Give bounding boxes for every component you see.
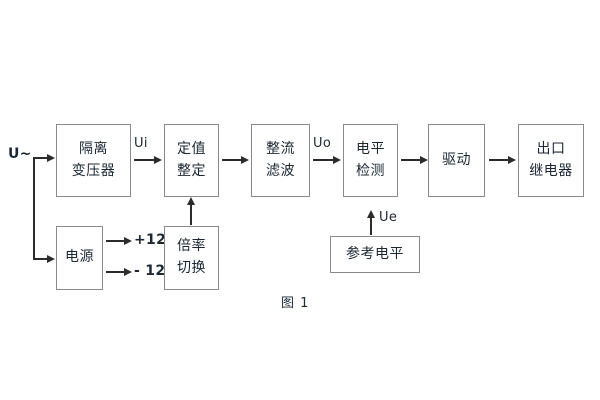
- block-line-1: 定值: [177, 140, 206, 157]
- block-reference-level[interactable]: 参考电平: [330, 236, 420, 273]
- block-line-1: 出口: [536, 140, 566, 157]
- block-line-1: 驱动: [442, 151, 471, 168]
- arrow-up-icon-ue: [366, 210, 375, 218]
- drive-to-relay-line: [489, 159, 511, 161]
- block-output-relay[interactable]: 出口 继电器: [518, 124, 584, 197]
- block-line-1: 电源: [65, 249, 94, 266]
- reference-to-level-line: [370, 216, 372, 235]
- arrow-up-icon-multiplier-setting: [186, 197, 195, 205]
- arrow-right-icon-rail-positive: [124, 236, 132, 245]
- source-to-power-line: [33, 258, 49, 260]
- rectify-to-level-line: [313, 159, 335, 161]
- setting-to-rectify-line: [222, 159, 244, 161]
- arrow-right-icon-source-power: [47, 254, 55, 263]
- block-line-2: 继电器: [529, 162, 573, 179]
- block-drive[interactable]: 驱动: [428, 124, 485, 197]
- arrow-right-icon-drive-relay: [508, 155, 516, 164]
- signal-label-ui: Ui: [134, 136, 148, 151]
- arrow-right-icon-setting-rectify: [241, 155, 249, 164]
- rail-positive-line: [106, 240, 126, 242]
- block-setting-value[interactable]: 定值 整定: [164, 124, 219, 197]
- transformer-to-setting-line: [134, 159, 156, 161]
- arrow-right-icon-rail-negative: [124, 267, 132, 276]
- block-power-supply[interactable]: 电源: [56, 226, 103, 290]
- block-line-2: 整定: [177, 162, 206, 179]
- block-level-detection[interactable]: 电平 检测: [343, 124, 398, 197]
- block-line-1: 电平: [356, 140, 385, 157]
- block-line-1: 参考电平: [346, 245, 404, 262]
- block-line-1: 隔离: [79, 140, 108, 157]
- arrow-right-icon-source-transformer: [47, 153, 55, 162]
- input-source-label: U~: [8, 146, 32, 162]
- arrow-right-icon-ui: [154, 155, 162, 164]
- block-isolation-transformer[interactable]: 隔离 变压器: [56, 124, 131, 197]
- block-line-2: 切换: [177, 260, 206, 276]
- block-line-2: 变压器: [71, 162, 116, 179]
- arrow-right-icon-uo: [333, 155, 341, 164]
- figure-caption: 图 1: [281, 296, 310, 311]
- source-branch-bus: [33, 157, 35, 259]
- block-line-2: 滤波: [266, 162, 295, 179]
- block-line-1: 倍率: [177, 238, 206, 255]
- block-line-1: 整流: [266, 140, 295, 157]
- block-multiplier-switch[interactable]: 倍率 切换: [164, 226, 219, 290]
- level-to-drive-line: [401, 159, 423, 161]
- source-to-transformer-line: [33, 157, 49, 159]
- signal-label-ue: Ue: [379, 210, 398, 225]
- rail-negative-line: [106, 271, 126, 273]
- arrow-right-icon-level-drive: [420, 155, 428, 164]
- signal-label-uo: Uo: [313, 136, 332, 151]
- block-rectify-filter[interactable]: 整流 滤波: [251, 124, 310, 197]
- block-line-2: 检测: [356, 162, 385, 179]
- multiplier-to-setting-line: [190, 203, 192, 225]
